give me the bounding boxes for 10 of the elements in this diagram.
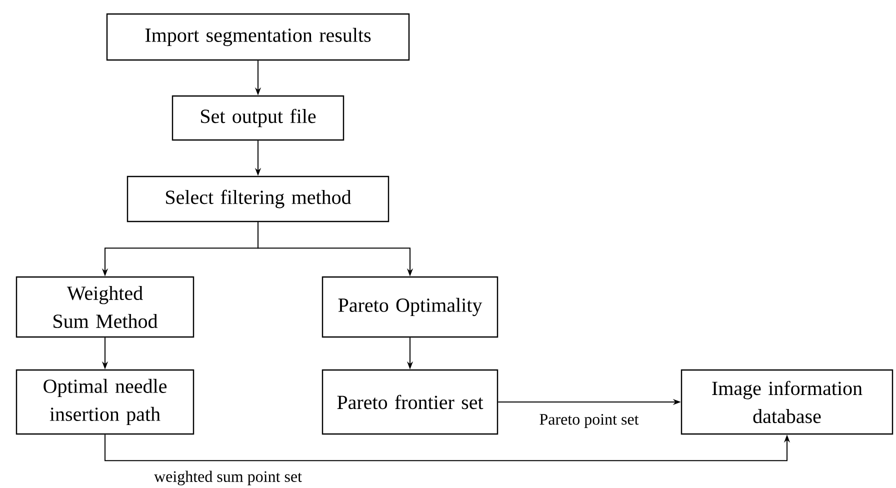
- process-box: Image information database: [680, 369, 894, 435]
- process-box: Optimal needle insertion path: [16, 369, 194, 435]
- edge-label: Pareto point set: [538, 413, 640, 429]
- process-box: Set output file: [172, 95, 344, 141]
- edge-label: weighted sum point set: [153, 470, 303, 486]
- process-box: Import segmentation results: [106, 13, 410, 61]
- process-box: Pareto Optimality: [322, 276, 498, 338]
- process-box: Select filtering method: [126, 176, 390, 222]
- process-box: Pareto frontier set: [322, 369, 498, 435]
- process-box: Weighted Sum Method: [16, 276, 194, 338]
